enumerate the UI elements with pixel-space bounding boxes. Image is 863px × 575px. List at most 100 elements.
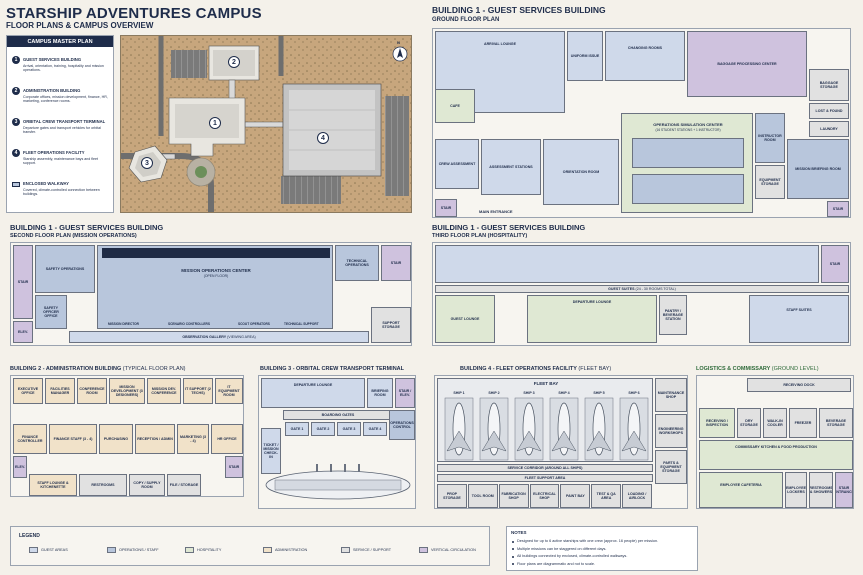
- legend-swatch: [341, 547, 350, 553]
- gate-1: GATE 1: [285, 422, 309, 436]
- changing-rooms: CHANGING ROOMS: [605, 31, 685, 81]
- fleet-title: BUILDING 4 - FLEET OPERATIONS FACILITY (…: [460, 366, 611, 372]
- site-marker-3: 3: [141, 157, 153, 169]
- mission-dev-conference: MISSION DEV. CONFERENCE: [147, 378, 181, 404]
- facilities-manager: FACILITIES MANAGER: [45, 378, 75, 404]
- site-marker-4: 4: [317, 132, 329, 144]
- dry-storage: DRY STORAGE: [737, 408, 761, 438]
- starship-2: [479, 397, 509, 461]
- logistics-title: LOGISTICS & COMMISSARY (GROUND LEVEL): [696, 366, 819, 372]
- legend-swatch: [185, 547, 194, 553]
- employee-lockers: EMPLOYEE LOCKERS: [785, 472, 807, 508]
- legend-swatch: [419, 547, 428, 553]
- logistics-title-sub: (GROUND LEVEL): [771, 366, 819, 372]
- receiving-inspection: RECEIVING / INSPECTION: [699, 408, 735, 438]
- fleet-title-main: BUILDING 4 - FLEET OPERATIONS FACILITY: [460, 366, 577, 372]
- master-plan-item-desc: Starship assembly, maintenance bays and …: [23, 157, 99, 166]
- gate-2: GATE 2: [311, 422, 335, 436]
- master-plan-item-desc: Corporate offices, mission development, …: [23, 95, 108, 104]
- boarding-gates: BOARDING GATES: [283, 410, 393, 420]
- ship-label-6: SHIP 6: [628, 391, 640, 395]
- guest-suites-label: GUEST SUITES: [608, 286, 635, 291]
- master-plan-item-name: FLEET OPERATIONS FACILITY: [23, 150, 85, 155]
- admin-title-main: BUILDING 2 - ADMINISTRATION BUILDING: [10, 366, 122, 372]
- ticket-checkin: TICKET / MISSION CHECK-IN: [261, 428, 281, 474]
- executive-office: EXECUTIVE OFFICE: [13, 378, 43, 404]
- restrooms-showers: RESTROOMS & SHOWERS: [809, 472, 833, 508]
- cafe: CAFE: [435, 89, 475, 123]
- legend-swatch: [107, 547, 116, 553]
- marketing: MARKETING (3 - 4): [177, 424, 209, 454]
- third-stair: STAIR: [821, 245, 849, 283]
- lost-and-found: LOST & FOUND: [809, 103, 849, 119]
- guest-suites-corridor: GUEST SUITES (24 - 30 ROOMS TOTAL): [435, 285, 849, 293]
- equipment-storage: EQUIPMENT STORAGE: [755, 165, 785, 199]
- notes-box: NOTES Designed for up to 6 active starsh…: [506, 526, 698, 571]
- moc-sublabel: (OPEN FLOOR): [203, 274, 229, 278]
- fleet-support-room: PROP STORAGE: [437, 484, 467, 508]
- parts-equipment-storage: PARTS & EQUIPMENT STORAGE: [655, 450, 687, 484]
- north-label: N: [397, 40, 400, 45]
- support-storage: SUPPORT STORAGE: [371, 307, 411, 343]
- admin-floor-plan: EXECUTIVE OFFICE FACILITIES MANAGER CONF…: [10, 375, 244, 497]
- guest-suites-sublabel: (24 - 30 ROOMS TOTAL): [635, 286, 676, 291]
- hr-office: HR OFFICE: [211, 424, 243, 454]
- logistics-floor-plan: RECEIVING DOCK RECEIVING / INSPECTION DR…: [696, 375, 854, 509]
- campus-site-plan: [121, 36, 411, 212]
- starship-5: [584, 397, 614, 461]
- finance-controller: FINANCE CONTROLLER: [13, 424, 47, 454]
- fleet-support-room: FABRICATION SHOP: [498, 484, 529, 508]
- fleet-support-room: TOOL ROOM: [467, 484, 498, 508]
- page-subtitle: FLOOR PLANS & CAMPUS OVERVIEW: [6, 21, 154, 30]
- fleet-bay-label: FLEET BAY: [533, 381, 559, 386]
- it-equipment-room: IT EQUIPMENT ROOM: [215, 378, 243, 404]
- orientation-room: ORIENTATION ROOM: [543, 139, 619, 205]
- starship-1: [444, 397, 474, 461]
- terminal-title: BUILDING 3 - ORBITAL CREW TRANSPORT TERM…: [260, 366, 405, 372]
- site-marker-1: 1: [209, 117, 221, 129]
- technical-support-label: TECHNICAL SUPPORT: [284, 322, 319, 326]
- sim-center-label: OPERATIONS SIMULATION CENTER: [653, 122, 723, 127]
- mission-development: MISSION DEVELOPMENT (3 DESIGNERS): [109, 378, 145, 404]
- operations-simulation-center: OPERATIONS SIMULATION CENTER (16 STUDENT…: [621, 113, 753, 213]
- beverage-storage: BEVERAGE STORAGE: [819, 408, 853, 438]
- master-plan-item-name: GUEST SERVICES BUILDING: [23, 57, 82, 62]
- admin-title: BUILDING 2 - ADMINISTRATION BUILDING (TY…: [10, 366, 186, 372]
- ground-stair-sw: STAIR: [435, 199, 457, 217]
- logistics-title-main: LOGISTICS & COMMISSARY: [696, 366, 771, 372]
- maintenance-shop: MAINTENANCE SHOP: [655, 378, 687, 412]
- third-floor-plan: STAIR GUEST SUITES (24 - 30 ROOMS TOTAL)…: [432, 242, 851, 346]
- service-corridor: SERVICE CORRIDOR (AROUND ALL SHIPS): [437, 464, 653, 472]
- moc-label: MISSION OPERATIONS CENTER: [181, 268, 251, 273]
- receiving-dock: RECEIVING DOCK: [747, 378, 851, 392]
- safety-operations: SAFETY OPERATIONS: [35, 245, 95, 293]
- guest-lounge: GUEST LOUNGE: [435, 295, 495, 343]
- note-item: Floor plans are diagrammatic and not to …: [517, 561, 596, 566]
- master-plan-number-3: 3: [12, 118, 20, 126]
- terminal-briefing-room: BRIEFING ROOM: [367, 378, 393, 408]
- crew-assessment: CREW ASSESSMENT: [435, 139, 479, 189]
- ship-label-5: SHIP 5: [593, 391, 605, 395]
- starship-3: [514, 397, 544, 461]
- master-plan-item-name: ORBITAL CREW TRANSPORT TERMINAL: [23, 119, 106, 124]
- laundry: LAUNDRY: [809, 121, 849, 137]
- legend-heading: LEGEND: [19, 533, 40, 539]
- note-item: All buildings connected by enclosed, cli…: [517, 554, 628, 558]
- it-support: IT SUPPORT (2 TECHS): [183, 378, 213, 404]
- operations-control: OPERATIONS CONTROL: [389, 410, 415, 440]
- third-title: BUILDING 1 - GUEST SERVICES BUILDING: [432, 223, 586, 232]
- admin-stair: STAIR: [225, 456, 243, 478]
- ground-title: BUILDING 1 - GUEST SERVICES BUILDING: [432, 5, 606, 15]
- second-title: BUILDING 1 - GUEST SERVICES BUILDING: [10, 223, 164, 232]
- copy-supply-room: COPY / SUPPLY ROOM: [129, 474, 165, 496]
- ground-stair-se: STAIR: [827, 201, 849, 217]
- master-plan-heading: CAMPUS MASTER PLAN: [7, 36, 113, 47]
- legend-swatch: [29, 547, 38, 553]
- legend-label: ADMINISTRATION: [275, 548, 308, 552]
- legend-label: VERTICAL CIRCULATION: [431, 548, 476, 552]
- third-subtitle: THIRD FLOOR PLAN (HOSPITALITY): [432, 233, 528, 239]
- master-plan-item-name: ENCLOSED WALKWAY: [23, 181, 69, 186]
- main-entrance: MAIN ENTRANCE: [479, 209, 513, 214]
